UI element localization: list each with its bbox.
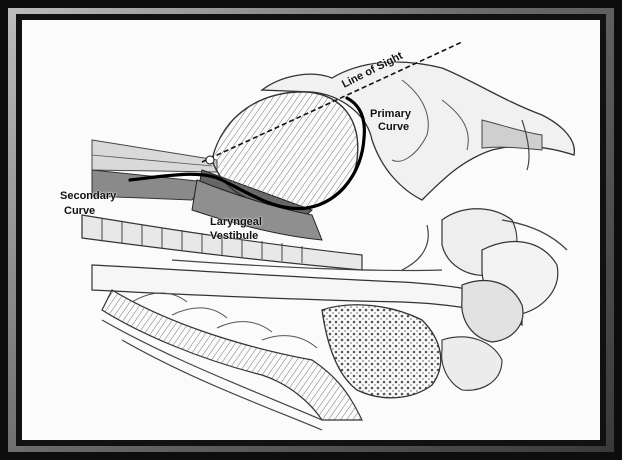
secondary-curve-label-line2: Curve [64, 205, 95, 217]
laryngeal-vestibule-label-line2: Vestibule [210, 230, 258, 242]
sagittal-airway-drawing [22, 20, 600, 440]
primary-curve-label-line2: Curve [378, 121, 409, 133]
primary-curve-label-line1: Primary [370, 108, 411, 120]
laryngeal-vestibule-label-line1: Laryngeal [210, 216, 262, 228]
tongue [212, 92, 358, 208]
anatomy-illustration: Line of Sight Primary Curve Secondary Cu… [22, 20, 600, 440]
secondary-curve-label-line1: Secondary [60, 190, 116, 202]
